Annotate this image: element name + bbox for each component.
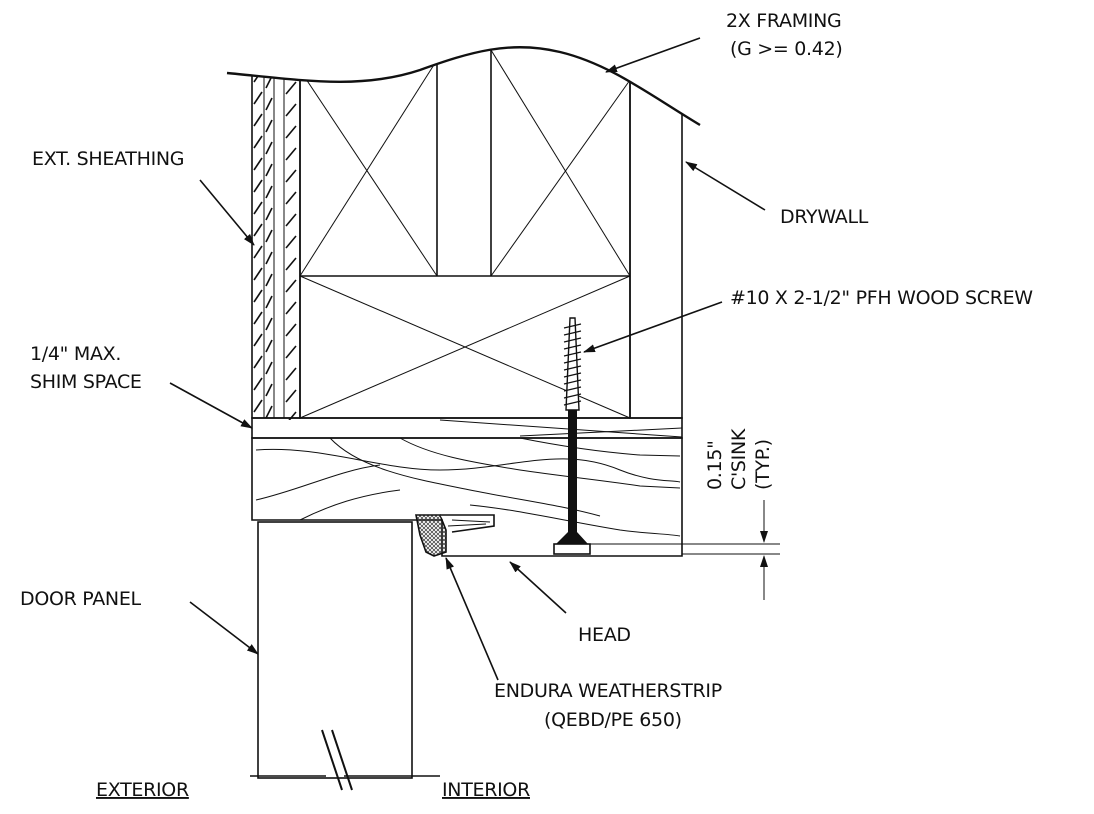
sheathing-hatch-mark <box>265 119 273 133</box>
sheathing-hatch-mark <box>285 345 297 359</box>
sheathing-hatch-mark <box>285 103 297 117</box>
sheathing-hatch-mark <box>265 317 273 331</box>
sheathing-hatch-mark <box>285 191 297 205</box>
sheathing-hatch-mark <box>265 141 273 155</box>
sheathing-hatch-mark <box>285 147 297 161</box>
sheathing-hatch-mark <box>285 279 297 293</box>
sheathing-hatch-mark <box>285 125 297 139</box>
sheathing-hatch-mark <box>285 389 297 403</box>
sheathing-hatch-mark <box>285 213 297 227</box>
sheathing-hatch-mark <box>253 355 263 369</box>
sheathing-hatch-mark <box>253 245 263 259</box>
framing-studs <box>299 47 631 419</box>
sheathing-hatch-mark <box>253 113 263 127</box>
sheathing-hatch-mark <box>253 223 263 237</box>
csink-dimension <box>586 500 780 600</box>
wall-assembly <box>251 47 683 421</box>
screw-thread <box>563 330 582 336</box>
screw-thread <box>563 351 582 357</box>
screw-thread <box>563 393 582 399</box>
sheathing-hatch-mark <box>265 405 273 419</box>
interior-label: INTERIOR <box>442 779 530 801</box>
sheathing-hatch-mark <box>265 207 273 221</box>
sheathing-hatch-mark <box>265 295 273 309</box>
csink-label-line3: (TYP.) <box>752 439 774 490</box>
break-line <box>226 46 701 127</box>
sheathing-hatch-mark <box>265 185 273 199</box>
sheathing-hatch-mark <box>285 235 297 249</box>
sheathing-hatch-mark <box>265 97 273 111</box>
sheathing-hatch-mark <box>285 59 297 73</box>
screw-thread <box>563 400 582 406</box>
shim-space <box>251 417 683 439</box>
sheathing-hatch <box>253 47 297 421</box>
shim-label-line1: 1/4" MAX. <box>30 343 121 365</box>
drywall-label: DRYWALL <box>780 206 869 228</box>
sheathing-hatch-mark <box>253 311 263 325</box>
sheathing-hatch-mark <box>265 339 273 353</box>
screw-thread <box>563 344 582 350</box>
screw-thread <box>563 372 582 378</box>
sheathing-hatch-mark <box>253 289 263 303</box>
sheathing-hatch-mark <box>265 383 273 397</box>
weatherstrip-label-line1: ENDURA WEATHERSTRIP <box>494 680 722 702</box>
framing-label-line1: 2X FRAMING <box>726 10 841 32</box>
sheathing-hatch-mark <box>265 273 273 287</box>
screw-thread <box>563 379 582 385</box>
screw-thread <box>563 337 582 343</box>
sheathing-hatch-mark <box>285 81 297 95</box>
screw-label: #10 X 2-1/2" PFH WOOD SCREW <box>730 287 1033 309</box>
head-label: HEAD <box>578 624 631 646</box>
sheathing-hatch-mark <box>265 229 273 243</box>
exterior-label: EXTERIOR <box>96 779 189 801</box>
screw-thread <box>563 358 582 364</box>
sheathing-hatch-mark <box>265 251 273 265</box>
sheathing-hatch-mark <box>253 377 263 391</box>
screw-thread <box>563 323 582 329</box>
csink-label-line1: 0.15" <box>704 440 726 490</box>
sheathing-hatch-mark <box>285 323 297 337</box>
sheathing-hatch-mark <box>285 257 297 271</box>
sheathing-hatch-mark <box>253 47 263 61</box>
screw-thread <box>563 386 582 392</box>
head-jamb <box>251 419 683 557</box>
sheathing-hatch-mark <box>253 333 263 347</box>
sheathing-hatch-mark <box>253 179 263 193</box>
door-break-mark <box>250 729 440 791</box>
sheathing-hatch-mark <box>285 367 297 381</box>
exterior-sheathing <box>251 47 301 421</box>
sheathing-hatch-mark <box>253 267 263 281</box>
shim-label-line2: SHIM SPACE <box>30 371 142 393</box>
framing-label-line2: (G >= 0.42) <box>730 38 842 60</box>
sheathing-hatch-mark <box>253 399 263 413</box>
sheathing-hatch-mark <box>285 301 297 315</box>
wood-screw <box>553 317 591 555</box>
sheathing-hatch-mark <box>285 169 297 183</box>
sheathing-hatch-mark <box>265 163 273 177</box>
sheathing-label: EXT. SHEATHING <box>32 148 184 170</box>
weatherstrip-label-line2: (QEBD/PE 650) <box>544 709 682 731</box>
weatherstrip <box>415 514 495 557</box>
screw-thread <box>563 365 582 371</box>
door-panel-label: DOOR PANEL <box>20 588 142 610</box>
screw-threads <box>563 323 582 406</box>
sheathing-hatch-mark <box>253 91 263 105</box>
sheathing-hatch-mark <box>253 135 263 149</box>
csink-label-line2: C'SINK <box>728 428 750 490</box>
sheathing-hatch-mark <box>253 201 263 215</box>
sheathing-hatch-mark <box>265 53 273 67</box>
leader-lines <box>169 37 766 681</box>
sheathing-hatch-mark <box>265 361 273 375</box>
sheathing-hatch-mark <box>253 157 263 171</box>
